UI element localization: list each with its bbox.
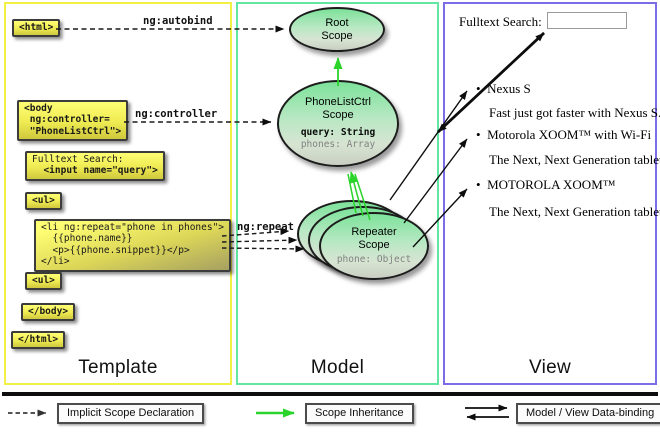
fulltext-search-code-box: Fulltext Search: <input name="query"> [25,151,165,181]
list-item-name: Motorola XOOM™ with Wi-Fi [476,127,651,143]
ng-controller-label: ng:controller [135,108,218,120]
search-input[interactable] [547,12,627,29]
phones-property: phones: Array [300,138,376,150]
root-scope-ellipse: Root Scope [289,7,385,52]
legend-implicit-scope-label: Implicit Scope Declaration [57,403,205,424]
ul-open-tag-box: <ul> [25,192,62,211]
phonelistctrl-scope-ellipse: PhoneListCtrl Scope query: String phones… [277,80,399,167]
view-column: View [443,2,657,385]
body-close-tag-box: </body> [21,303,76,322]
html-open-tag-box: <html> [12,19,61,38]
legend-data-binding-label: Model / View Data-binding [516,403,660,424]
ng-autobind-label: ng:autobind [143,15,213,27]
list-item-desc: The Next, Next Generation tablet. [489,152,660,167]
list-item-desc: Fast just got faster with Nexus S. [489,105,660,120]
list-item-name: MOTOROLA XOOM™ [476,177,615,193]
ul-close-tag-box: <ul> [25,272,62,291]
legend-scope-inheritance-label: Scope Inheritance [305,403,414,424]
list-item-desc: The Next, Next Generation tablet. [489,204,660,219]
phonelistctrl-scope-title: PhoneListCtrl Scope [304,96,372,122]
repeater-scope-title: Repeater Scope [351,225,397,251]
list-item-name: Nexus S [476,81,531,97]
li-repeat-code-box: <li ng:repeat="phone in phones"> {{phone… [34,219,232,272]
view-column-label: View [528,357,572,378]
query-property: query: String [300,126,376,138]
body-open-tag-box: <body ng:controller= "PhoneListCtrl"> [17,100,129,142]
input-code-line: <input name="query"> [32,165,158,177]
fulltext-code-label: Fulltext Search: [32,154,124,165]
html-close-tag-box: </html> [11,331,66,350]
ng-repeat-label: ng:repeat [237,221,294,233]
repeater-scope-ellipse: Repeater Scope phone: Object [319,212,429,280]
root-scope-title: Root Scope [321,16,353,42]
template-column-label: Template [78,357,158,378]
legend-divider-rule [2,392,658,396]
model-column: Model [236,2,439,385]
model-column-label: Model [310,357,365,378]
view-search-label: Fulltext Search: [459,14,542,29]
phone-property: phone: Object [336,254,412,266]
